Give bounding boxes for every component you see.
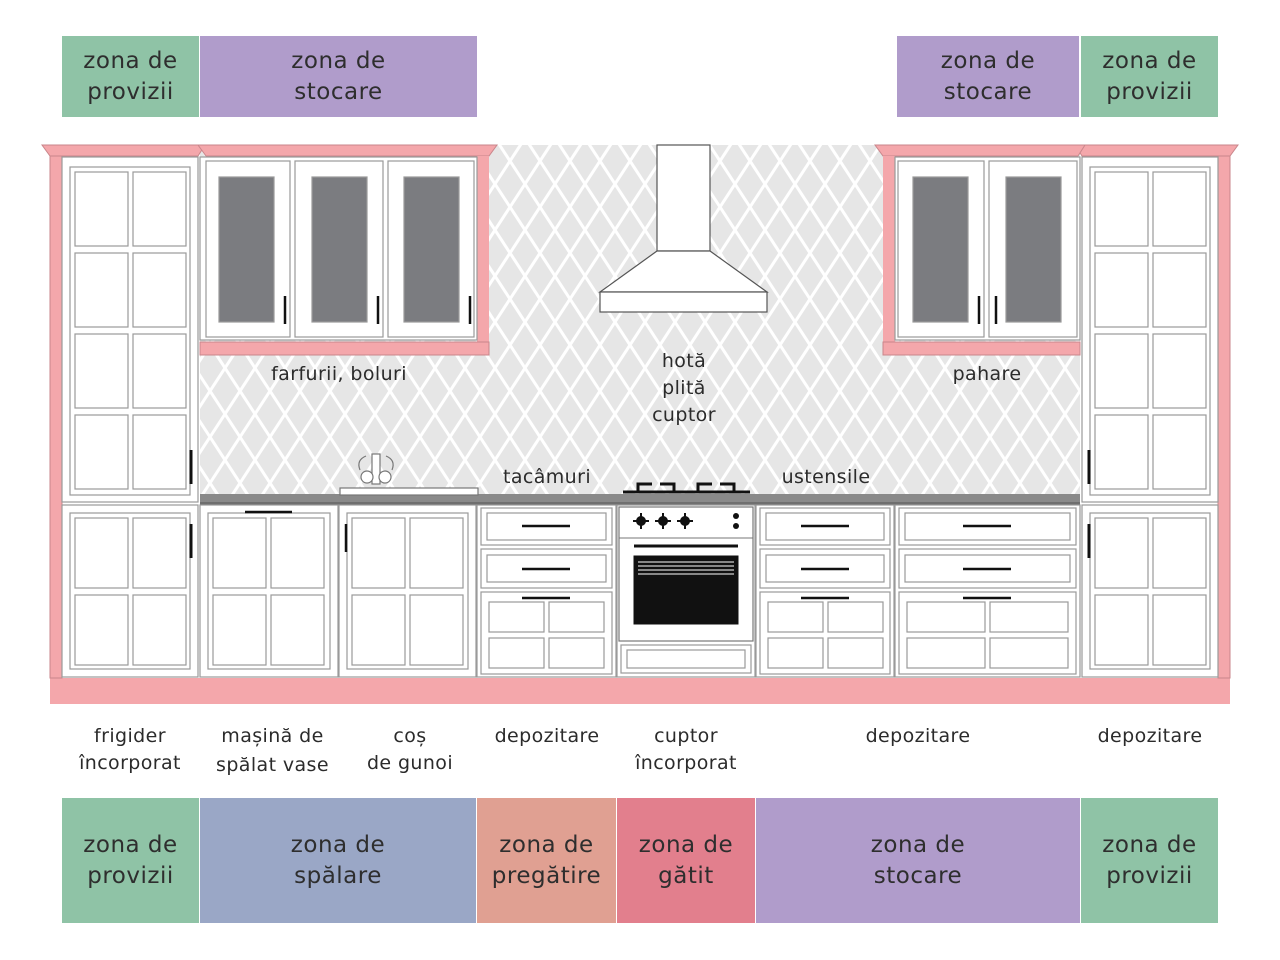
zone-name: stocare	[873, 862, 963, 889]
zone-name: provizii	[1106, 78, 1193, 105]
top-zone-provizii-right: zona de provizii	[1081, 36, 1218, 117]
countertop-edge	[200, 502, 1080, 505]
bottom-zone-provizii-right: zona de provizii	[1081, 798, 1218, 923]
label-ustensile: ustensile	[781, 466, 871, 488]
bottom-zone-spalare: zona de spălare	[200, 798, 476, 923]
label-masina-spalat: mașină de spălat vase	[200, 723, 345, 779]
right-tall-frame	[1217, 153, 1231, 679]
label-line: depozitare	[494, 725, 600, 747]
top-zone-stocare-right: zona de stocare	[897, 36, 1079, 117]
bottom-zone-provizii-left: zona de provizii	[62, 798, 199, 923]
zone-title: zona de	[83, 47, 178, 74]
zone-name: provizii	[87, 78, 174, 105]
zone-name: provizii	[87, 862, 174, 889]
zone-name: spălare	[294, 862, 382, 889]
tall-cabinet-left	[61, 156, 199, 678]
upper-cabinets-right	[894, 156, 1081, 341]
sink	[339, 453, 479, 496]
base-handles	[245, 510, 1011, 600]
label-line: mașină de	[221, 725, 324, 747]
zone-name: stocare	[294, 78, 383, 105]
zone-title: zona de	[870, 831, 966, 858]
label-hota: hotă	[661, 350, 707, 372]
label-line: încorporat	[79, 752, 181, 774]
label-line: de gunoi	[366, 752, 454, 774]
zone-title: zona de	[940, 47, 1036, 74]
plinth	[50, 678, 1230, 704]
upper-left-bottom-trim	[199, 341, 490, 356]
oven	[618, 506, 754, 642]
bottom-zone-gatit: zona de gătit	[617, 798, 755, 923]
label-pahare: pahare	[952, 363, 1022, 385]
upper-right-bottom-trim	[882, 341, 1081, 356]
zone-title: zona de	[1102, 47, 1197, 74]
upper-right-cornice	[874, 144, 1086, 157]
label-line: coș	[393, 725, 427, 747]
zone-title: zona de	[83, 831, 178, 858]
zone-title: zona de	[291, 47, 386, 74]
zone-title: zona de	[638, 831, 734, 858]
label-frigider: frigider încorporat	[60, 723, 200, 777]
label-line: încorporat	[635, 752, 737, 774]
label-plita: plită	[662, 377, 706, 399]
zone-title: zona de	[1102, 831, 1197, 858]
tall-cabinet-right	[1081, 156, 1219, 678]
label-farfurii-boluri: farfurii, boluri	[271, 363, 407, 385]
label-cuptor-incorporat: cuptor încorporat	[617, 723, 755, 777]
countertop	[200, 494, 1080, 502]
upper-right-side	[883, 156, 895, 342]
upper-left-cornice	[197, 144, 498, 157]
left-cornice	[41, 144, 206, 157]
bottom-zone-stocare: zona de stocare	[756, 798, 1080, 923]
label-tacamuri: tacâmuri	[502, 466, 592, 488]
zone-name: gătit	[658, 862, 714, 889]
cooktop	[623, 482, 750, 494]
zone-title: zona de	[499, 831, 594, 858]
upper-left-side	[477, 156, 489, 342]
top-zone-stocare-left: zona de stocare	[200, 36, 477, 117]
label-depozitare-3: depozitare	[1080, 723, 1220, 750]
label-depozitare-2: depozitare	[848, 723, 988, 750]
zone-name: pregătire	[491, 862, 602, 889]
bottom-zone-pregatire: zona de pregătire	[477, 798, 616, 923]
zone-name: provizii	[1106, 862, 1193, 889]
label-cos-gunoi: coș de gunoi	[345, 723, 475, 777]
right-cornice	[1074, 144, 1239, 157]
label-line: depozitare	[865, 725, 971, 747]
label-line: spălat vase	[216, 754, 329, 776]
label-depozitare-1: depozitare	[477, 723, 617, 750]
zone-name: stocare	[943, 78, 1033, 105]
label-cuptor-wall: cuptor	[652, 404, 716, 426]
zone-title: zona de	[290, 831, 386, 858]
label-hood-group: hotă plită cuptor	[634, 348, 734, 429]
range-hood	[598, 144, 769, 313]
label-line: cuptor	[654, 725, 718, 747]
upper-cabinets-left	[199, 156, 478, 341]
left-tall-frame	[49, 153, 63, 679]
label-line: frigider	[94, 725, 166, 747]
label-line: depozitare	[1097, 725, 1203, 747]
top-zone-provizii-left: zona de provizii	[62, 36, 199, 117]
